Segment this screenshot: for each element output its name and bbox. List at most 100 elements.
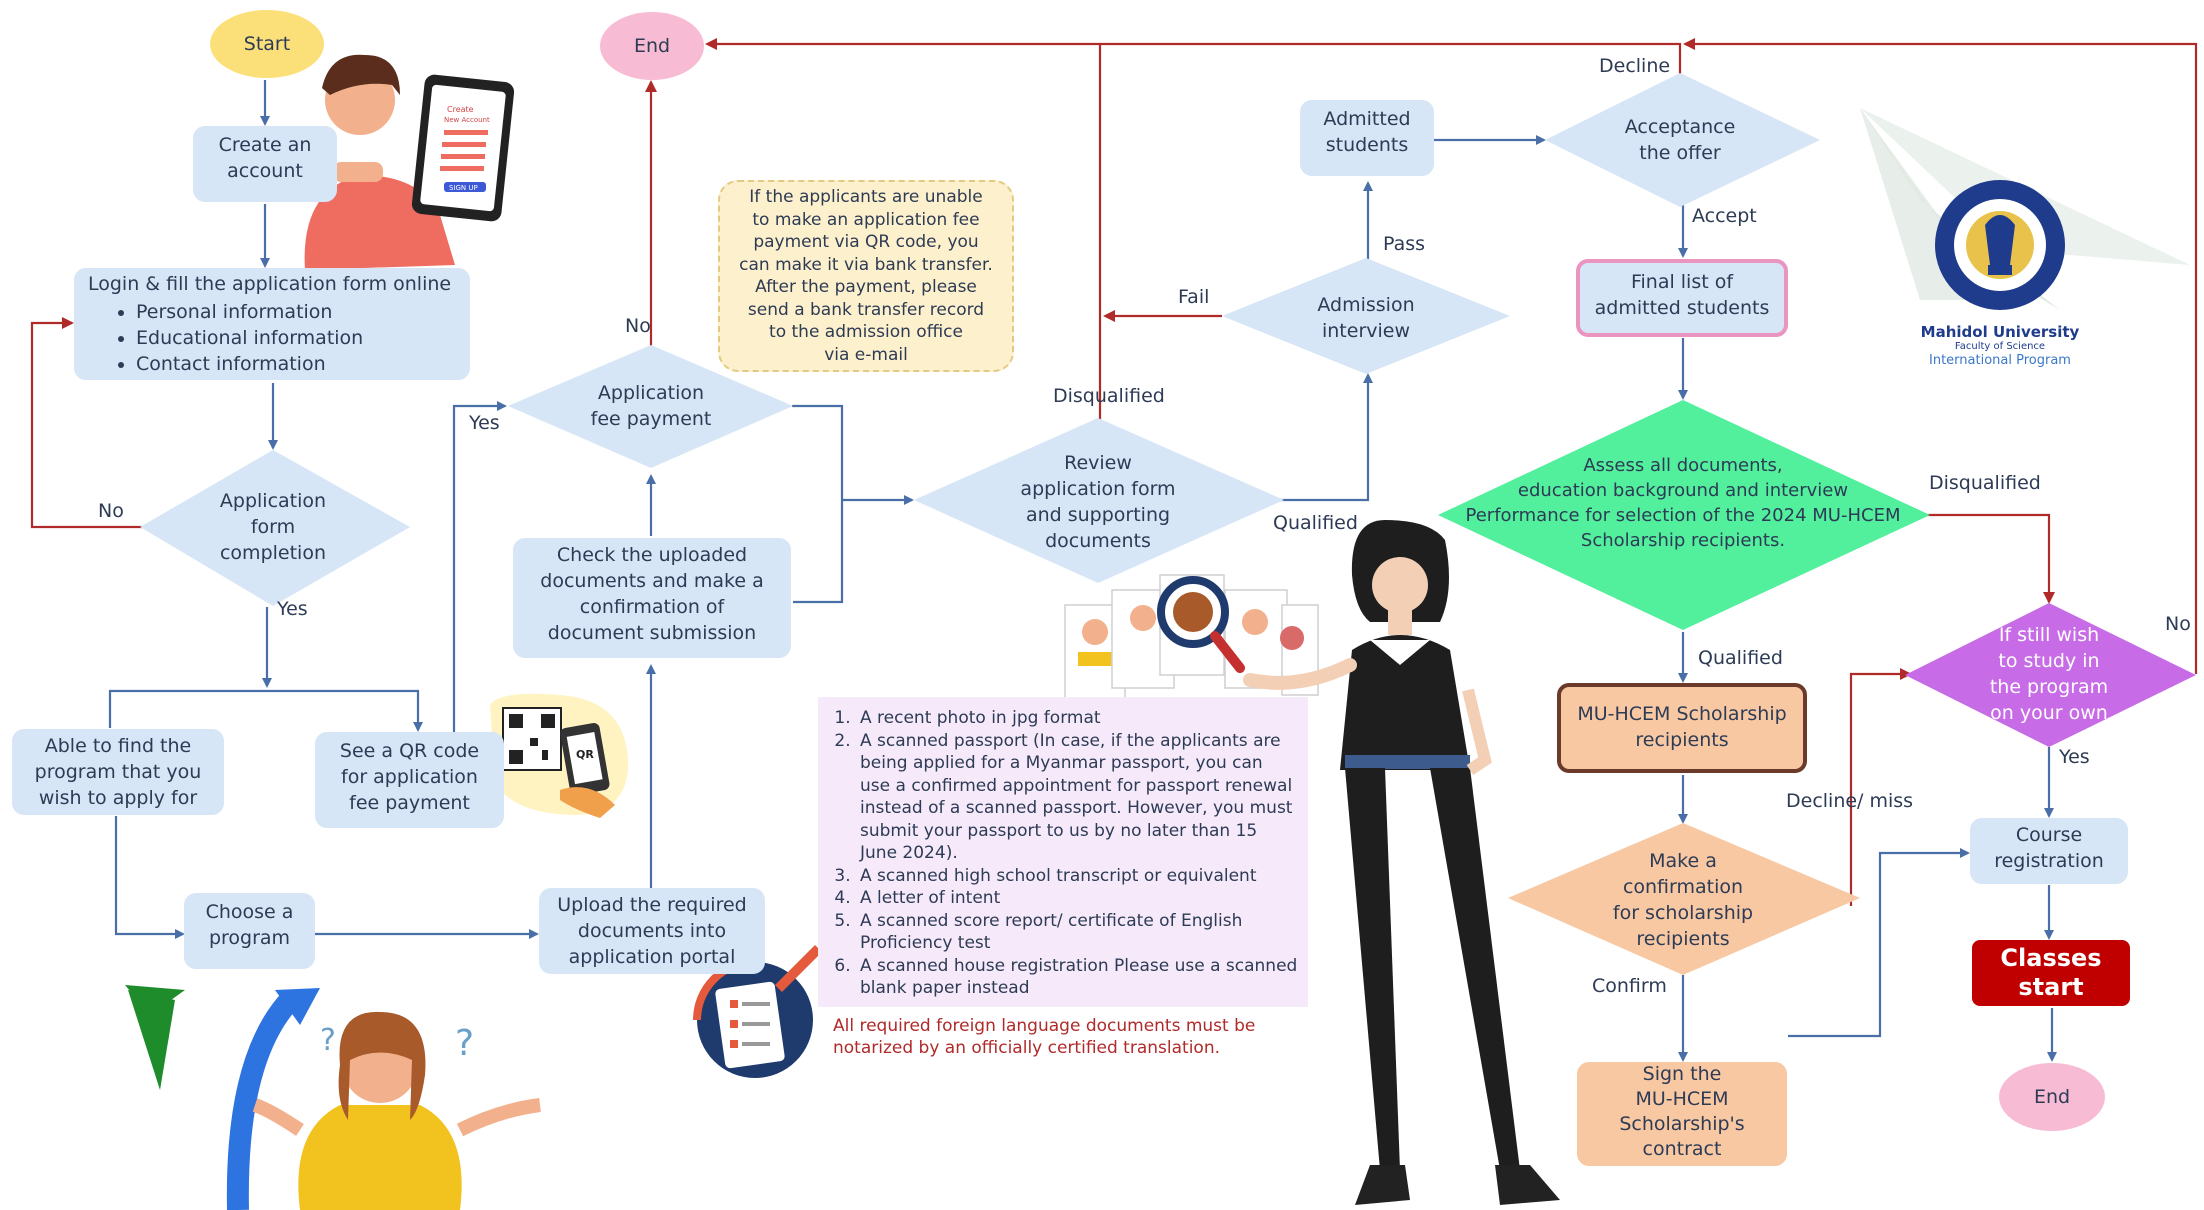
documents-list: A recent photo in jpg format A scanned p… (832, 707, 1298, 1000)
find-program-line: program that you (34, 761, 202, 783)
check-uploaded-line: document submission (547, 622, 757, 644)
upload-docs-line: application portal (568, 946, 736, 968)
phone-graphic: Create New Account SIGN UP (411, 74, 515, 222)
login-item-educational: Educational information (136, 325, 363, 351)
edge-label-decline-miss: Decline/ miss (1786, 790, 1914, 812)
svg-text:SIGN UP: SIGN UP (449, 184, 478, 192)
svg-text:?: ? (320, 1023, 336, 1058)
login-form-box: Login & fill the application form online… (74, 268, 470, 380)
still-wish-line: the program (1989, 676, 2109, 698)
assess-line: Performance for selection of the 2024 MU… (1465, 505, 1901, 526)
check-uploaded-box: Check the uploaded documents and make a … (513, 538, 791, 658)
review-line: and supporting (1025, 504, 1171, 526)
acceptance-label: Acceptance the offer (1590, 112, 1770, 168)
end-node-bottom: End (1999, 1063, 2105, 1131)
choose-program-line: program (208, 927, 291, 949)
course-registration-line: Course (2015, 824, 2083, 846)
logo-program: International Program (1929, 353, 2071, 368)
review-line: Review (1064, 452, 1132, 474)
reviewer-woman-illustration (1064, 520, 1560, 1205)
fee-note-line: payment via QR code, you (753, 232, 979, 252)
qr-code-line: See a QR code (339, 740, 480, 762)
edge-label-no-left: No (98, 500, 124, 522)
edge-label-qualified-assess: Qualified (1698, 647, 1783, 669)
check-uploaded-line: Check the uploaded (556, 544, 748, 566)
make-confirmation-line: recipients (1636, 928, 1730, 950)
edge-label-yes-fee: Yes (469, 412, 500, 434)
find-program-line: wish to apply for (38, 787, 198, 809)
still-wish-line: If still wish (1998, 624, 2100, 646)
admission-interview-diamond (1222, 258, 1510, 374)
final-list-line: Final list of (1630, 271, 1734, 293)
app-form-completion-diamond (140, 450, 410, 606)
edge-label-qualified-review: Qualified (1273, 512, 1358, 534)
confused-person-illustration: ? ? (125, 985, 541, 1210)
qr-code-graphic (490, 693, 629, 818)
course-registration-box: Course registration (1970, 818, 2128, 884)
acceptance-line: Acceptance (1624, 116, 1736, 138)
diamond-shapes (140, 73, 2196, 975)
create-account-line: Create an (218, 134, 312, 156)
document-item: A scanned house registration Please use … (856, 955, 1298, 1000)
qr-graphic-label: QR (576, 748, 594, 761)
fee-note-box: If the applicants are unable to make an … (718, 180, 1014, 372)
sign-contract-line: contract (1642, 1138, 1722, 1160)
sign-contract-line: MU-HCEM (1635, 1088, 1729, 1110)
acceptance-diamond (1545, 73, 1820, 207)
clipboard-icon (693, 945, 822, 1078)
choose-program-box: Choose a program (184, 893, 315, 969)
qr-code-line: fee payment (349, 792, 470, 814)
edge-label-disqualified-review: Disqualified (1053, 385, 1165, 407)
documents-note: All required foreign language documents … (833, 1015, 1313, 1059)
upload-docs-box: Upload the required documents into appli… (539, 888, 765, 974)
review-line: application form (1020, 478, 1176, 500)
admitted-students-box: Admitted students (1300, 100, 1434, 176)
sign-up-person-illustration: Create New Account SIGN UP (304, 54, 515, 270)
svg-text:?: ? (455, 1023, 474, 1064)
choose-program-line: Choose a (205, 901, 294, 923)
document-item: A recent photo in jpg format (856, 707, 1298, 730)
upload-docs-line: documents into (577, 920, 727, 942)
find-program-box: Able to find the program that you wish t… (12, 729, 224, 815)
start-node: Start (210, 10, 324, 78)
review-label: Review application form and supporting d… (998, 450, 1198, 554)
scholarship-recipients-box: MU-HCEM Scholarship recipients (1557, 683, 1807, 773)
sign-contract-line: Sign the (1642, 1063, 1722, 1085)
end-bottom-label: End (2033, 1086, 2071, 1108)
qr-code-box: See a QR code for application fee paymen… (315, 732, 504, 828)
edge-label-yes-completion: Yes (277, 598, 308, 620)
admission-interview-line: interview (1321, 320, 1411, 342)
upload-docs-line: Upload the required (557, 894, 747, 916)
make-confirmation-line: confirmation (1622, 876, 1744, 898)
red-arrows (30, 38, 2198, 906)
classes-start-line: Classes (2000, 944, 2102, 972)
sign-contract-line: Scholarship's (1619, 1113, 1745, 1135)
svg-text:Create: Create (447, 105, 474, 114)
login-title: Login & fill the application form online (88, 273, 452, 295)
fee-note-line: send a bank transfer record (747, 299, 985, 320)
assess-line: Scholarship recipients. (1580, 530, 1786, 551)
edge-label-no-right: No (2165, 613, 2191, 635)
admitted-students-line: Admitted (1323, 108, 1411, 130)
documents-list-box: A recent photo in jpg format A scanned p… (818, 697, 1308, 1007)
check-uploaded-line: documents and make a (540, 570, 764, 592)
documents-note-line: notarized by an officially certified tra… (833, 1038, 1220, 1058)
scholarship-recipients-line: MU-HCEM Scholarship (1577, 703, 1787, 725)
final-list-box: Final list of admitted students (1576, 259, 1788, 337)
edge-label-disqualified-assess: Disqualified (1929, 472, 2041, 494)
assess-line: education background and interview (1517, 480, 1849, 501)
edge-label-confirm: Confirm (1592, 975, 1667, 997)
classes-start-box: Classes start (1972, 940, 2130, 1006)
fee-note-line: via e-mail (824, 344, 908, 365)
app-fee-payment-diamond (508, 345, 793, 468)
end-top-label: End (633, 35, 671, 57)
mahidol-logo-text: Mahidol University Faculty of Science In… (1900, 323, 2100, 369)
still-wish-line: on your own (1990, 702, 2108, 724)
find-program-line: Able to find the (44, 735, 192, 757)
make-confirmation-label: Make a confirmation for scholarship reci… (1573, 848, 1793, 952)
app-fee-payment-line: Application (597, 382, 705, 404)
acceptance-line: the offer (1639, 142, 1721, 164)
app-fee-payment-label: Application fee payment (551, 376, 751, 436)
scholarship-recipients-line: recipients (1635, 729, 1729, 751)
